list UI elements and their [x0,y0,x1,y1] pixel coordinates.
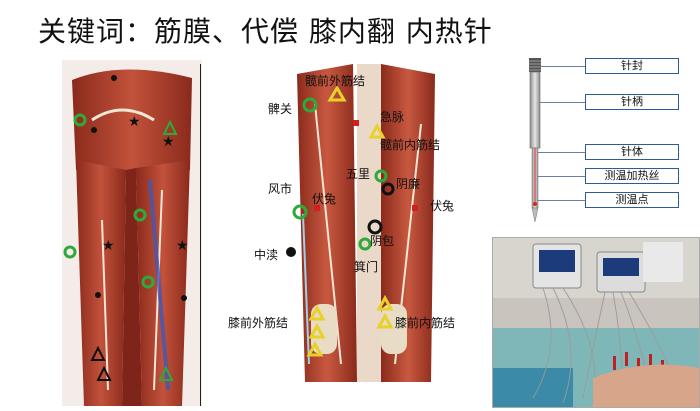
middle-markers [286,85,418,357]
label-kuanqianwai: 髋前外筋结 [305,74,366,88]
label-fengshi: 风市 [268,182,293,196]
label-jimai: 急脉 [380,110,405,124]
anterior-thigh-figure [285,64,465,382]
posterior-leg-figure: ★ ★ ★ ★ [62,60,202,406]
box-zhenbing: 针柄 [585,94,679,110]
label-yinlian: 阴廉 [396,177,421,191]
divider-line [200,64,201,406]
svg-text:★: ★ [162,134,175,150]
leader-zhenti [538,152,585,153]
label-jimen: 箕门 [354,260,379,274]
label-wuli: 五里 [346,167,371,181]
label-zhongdu: 中渎 [254,248,279,262]
box-cewendian: 测温点 [585,192,679,208]
box-cewen-jiare: 测温加热丝 [585,168,679,184]
box-zhenfeng: 针封 [585,58,679,74]
page-title: 关键词：筋膜、代偿 膝内翻 内热针 [38,15,493,48]
svg-text:★: ★ [128,114,141,130]
leader-zhenfeng [540,66,585,67]
label-xiqianwai: 膝前外筋结 [228,316,289,330]
leader-cewen-jiare [538,176,585,177]
svg-text:★: ★ [176,238,189,254]
label-futu-right: 伏兔 [430,199,455,213]
leader-zhenbing [540,102,585,103]
svg-text:★: ★ [102,238,115,254]
label-xiqiannei: 膝前内筋结 [395,316,456,330]
label-kuanqiannei: 髋前内筋结 [380,138,441,152]
box-zhenti: 针体 [585,144,679,160]
label-yinbao: 阴包 [370,234,395,248]
needle-diagram [520,56,560,226]
leader-cewendian [538,200,585,201]
label-biguan: 髀关 [268,102,293,116]
label-futu-left: 伏兔 [312,192,337,206]
clinical-photo [492,237,700,408]
left-markers: ★ ★ ★ ★ [63,75,189,381]
